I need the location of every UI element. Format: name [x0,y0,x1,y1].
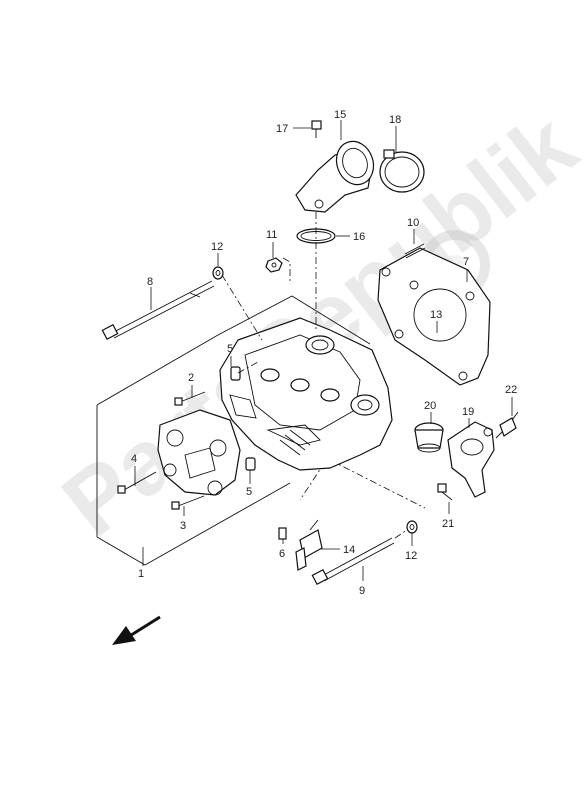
callout-13: 13 [430,309,442,321]
cam-cover [157,409,241,496]
front-direction-arrow-icon [112,615,161,645]
bolt-4 [117,471,157,494]
callout-21: 21 [442,518,454,530]
assembly-outline [96,295,426,566]
intake-pipe-15 [295,140,375,213]
callout-8: 8 [147,276,153,288]
callout-22: 22 [505,384,517,396]
nut-11 [265,257,283,273]
callout-2: 2 [188,372,194,384]
callout-15: 15 [334,109,346,121]
bolt-3 [171,495,205,510]
dowel-5-upper [230,366,241,381]
callout-18: 18 [389,114,401,126]
washer-12-top [212,266,224,280]
callout-1: 1 [138,568,144,580]
thermostat-cover-19 [447,421,495,498]
callout-5b: 5 [246,486,252,498]
leader-11 [282,257,291,282]
callout-12a: 12 [211,241,223,253]
callout-12b: 12 [405,550,417,562]
callout-3: 3 [180,520,186,532]
stud-10 [404,243,426,259]
gasket-7 [377,247,491,386]
leader-12-bottom [394,529,408,539]
callout-6: 6 [279,548,285,560]
washer-12-bottom [406,520,418,534]
callout-7: 7 [463,256,469,268]
bolt-21 [437,483,453,501]
clamp-18 [379,149,425,193]
cylinder-head [219,317,393,471]
sensor-22 [495,411,519,439]
callout-labels: 1 2 3 4 5 5 6 7 8 9 10 11 12 12 13 14 15… [131,109,517,597]
callout-4: 4 [131,453,137,465]
callout-17: 17 [276,123,288,135]
bolt-9 [311,537,395,586]
leader-12-top [221,274,263,341]
spark-plug-14 [295,519,323,571]
callout-5a: 5 [227,343,233,355]
callout-16: 16 [353,231,365,243]
callout-9: 9 [359,585,365,597]
thermostat-20 [414,422,444,453]
callout-10: 10 [407,217,419,229]
callout-19: 19 [462,406,474,418]
callout-11: 11 [266,229,277,241]
dowel-5-lower [245,457,256,471]
pin-6 [278,527,287,540]
bolt-2 [174,391,206,406]
leader-lines [134,120,513,581]
leader-5-upper [237,361,259,374]
bolt-8 [101,280,215,341]
callout-20: 20 [424,400,436,412]
screw-17 [311,120,322,138]
callout-14: 14 [343,544,355,556]
